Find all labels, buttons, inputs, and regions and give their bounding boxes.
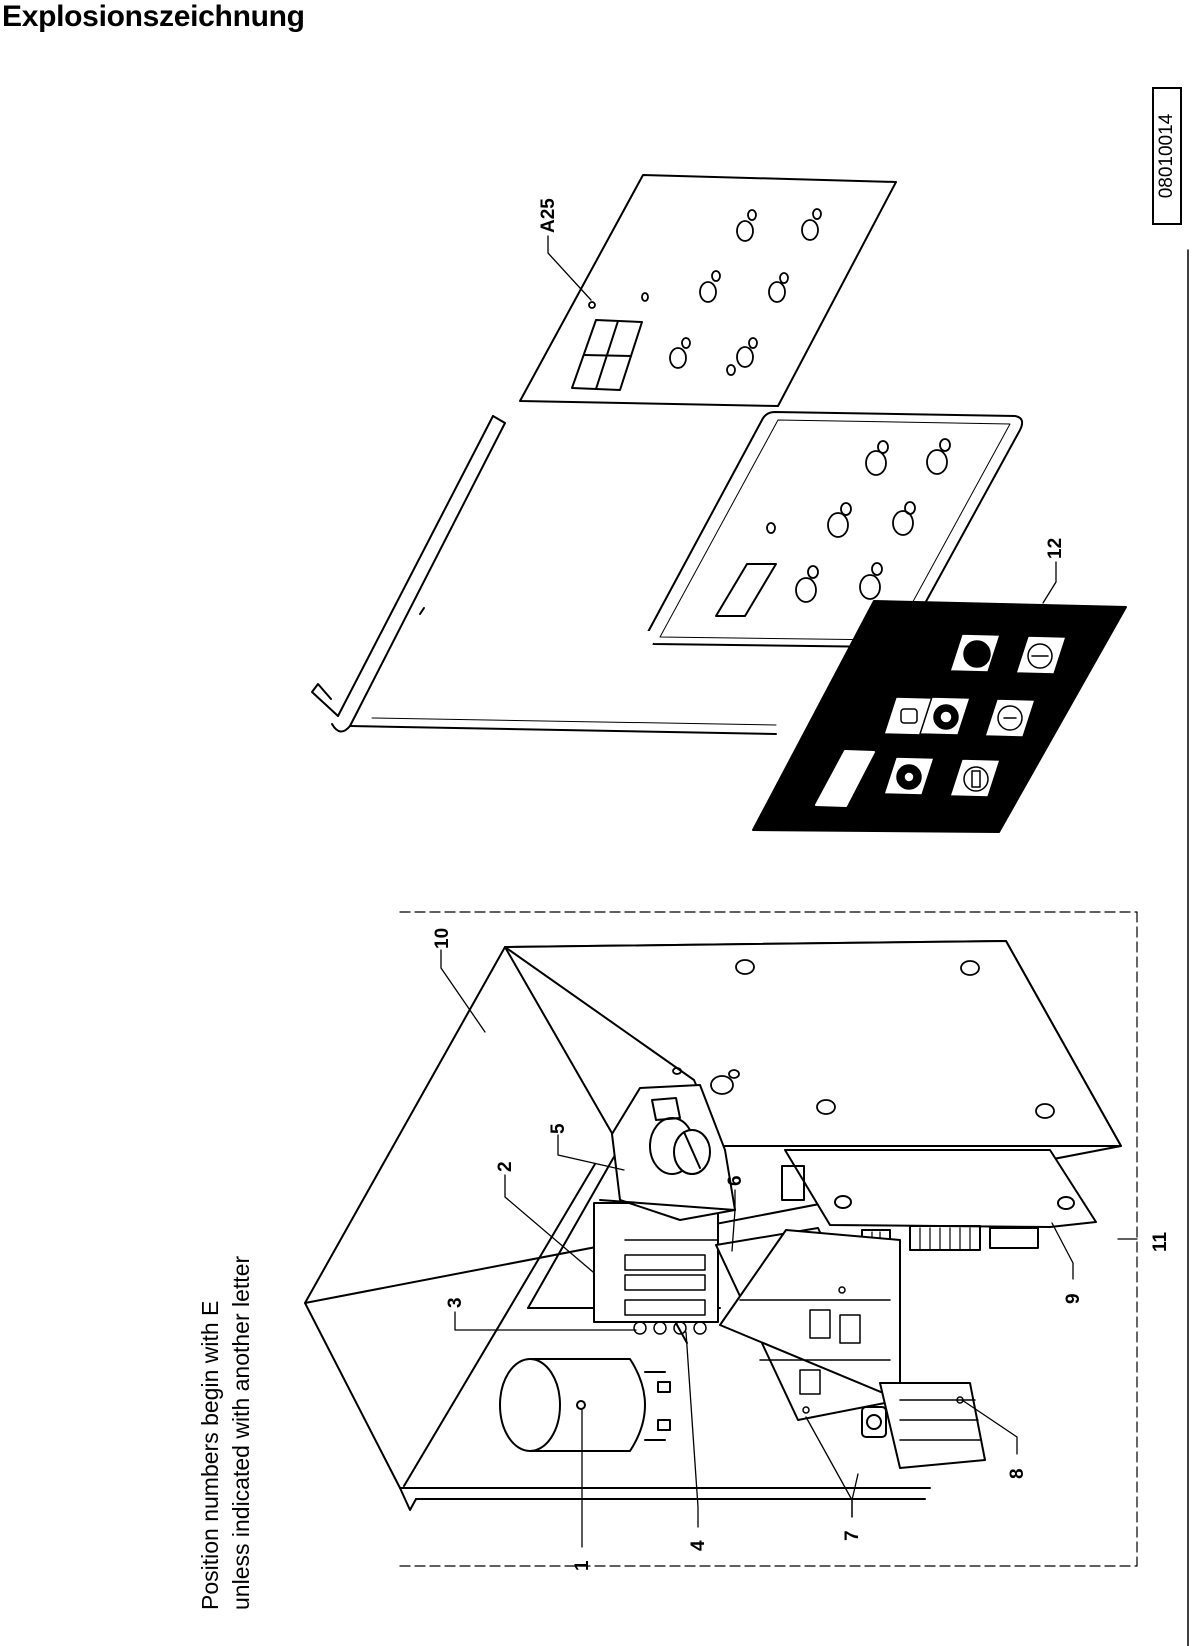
main-switch <box>599 1084 736 1221</box>
keypad-foil <box>582 600 1127 833</box>
callout-a25: A25 <box>538 198 559 233</box>
callout-12: 12 <box>1045 538 1066 559</box>
terminal-strip <box>593 1202 719 1335</box>
front-cover-panel <box>519 174 897 407</box>
callout-4: 4 <box>688 1540 709 1551</box>
capacitor <box>499 1358 671 1452</box>
callout-6: 6 <box>725 1175 746 1186</box>
drawing-id-box: 08010014 <box>1152 87 1182 225</box>
leader-lines <box>440 235 1138 1548</box>
callout-1: 1 <box>572 1560 593 1571</box>
callout-8: 8 <box>1007 1468 1028 1479</box>
side-wall-panel <box>504 940 1122 1147</box>
callout-3: 3 <box>445 1297 466 1308</box>
callouts: A25 12 10 5 2 6 3 9 11 8 4 7 1 <box>432 198 1171 1571</box>
callout-10: 10 <box>432 928 453 949</box>
callout-2: 2 <box>495 1161 516 1172</box>
door-panel <box>311 415 777 735</box>
callout-11: 11 <box>1150 1231 1171 1252</box>
contactor <box>715 1227 901 1421</box>
callout-9: 9 <box>1063 1293 1084 1304</box>
callout-5: 5 <box>548 1123 569 1134</box>
page-title: Explosionszeichnung <box>2 0 305 33</box>
enclosure-frame <box>399 911 1138 1567</box>
callout-7: 7 <box>842 1530 863 1541</box>
